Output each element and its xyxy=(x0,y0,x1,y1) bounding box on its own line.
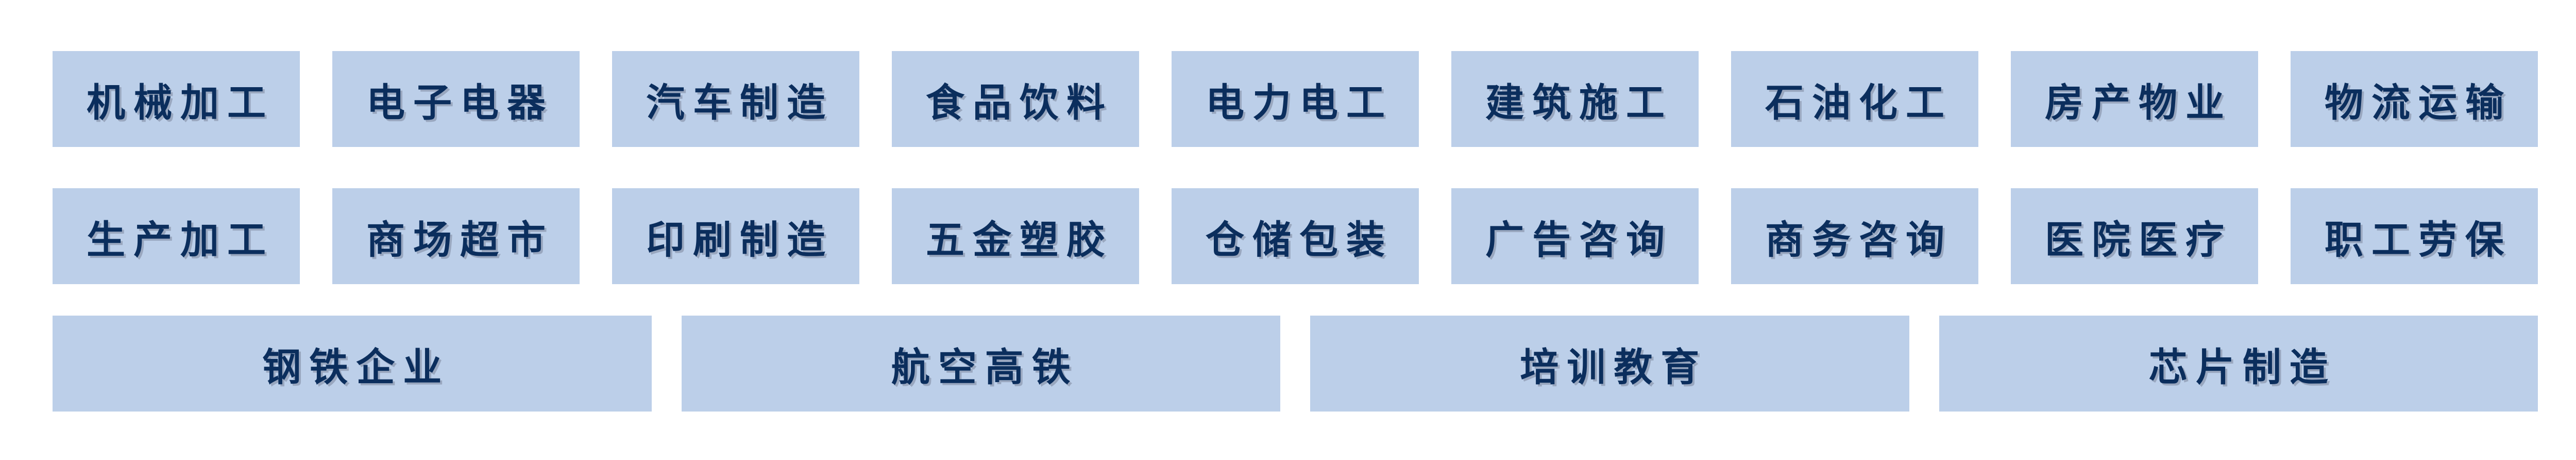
industry-tag-label: 汽车制造 xyxy=(646,79,834,125)
industry-tag-机械加工[interactable]: 机械加工 xyxy=(53,51,300,147)
industry-tag-label: 培训教育 xyxy=(1520,344,1708,390)
industry-tag-钢铁企业[interactable]: 钢铁企业 xyxy=(53,316,652,412)
industry-tag-label: 商务咨询 xyxy=(1765,217,1953,262)
industry-tag-电子电器[interactable]: 电子电器 xyxy=(332,51,580,147)
industry-tag-label: 物流运输 xyxy=(2324,79,2512,125)
industry-tag-label: 建筑施工 xyxy=(1485,79,1673,125)
industry-tag-label: 芯片制造 xyxy=(2148,344,2336,390)
industry-tag-label: 五金塑胶 xyxy=(925,217,1113,262)
industry-tag-培训教育[interactable]: 培训教育 xyxy=(1310,316,1909,412)
industry-tag-建筑施工[interactable]: 建筑施工 xyxy=(1451,51,1699,147)
industry-row-1: 机械加工 电子电器 汽车制造 食品饮料 电力电工 建筑施工 石油化工 房产物业 物流运输 xyxy=(53,51,2538,147)
industry-tag-label: 房产物业 xyxy=(2044,79,2232,125)
industry-tag-label: 电子电器 xyxy=(366,79,554,125)
industry-tag-房产物业[interactable]: 房产物业 xyxy=(2011,51,2258,147)
industry-tag-物流运输[interactable]: 物流运输 xyxy=(2291,51,2538,147)
industry-tag-商场超市[interactable]: 商场超市 xyxy=(332,188,580,284)
industry-tag-五金塑胶[interactable]: 五金塑胶 xyxy=(892,188,1139,284)
industry-tag-食品饮料[interactable]: 食品饮料 xyxy=(892,51,1139,147)
industry-tag-label: 钢铁企业 xyxy=(262,344,450,390)
industry-tag-汽车制造[interactable]: 汽车制造 xyxy=(612,51,859,147)
industry-tag-职工劳保[interactable]: 职工劳保 xyxy=(2291,188,2538,284)
industry-tag-label: 印刷制造 xyxy=(646,217,834,262)
industry-tag-label: 医院医疗 xyxy=(2044,217,2232,262)
industry-tag-label: 石油化工 xyxy=(1765,79,1953,125)
industry-tag-石油化工[interactable]: 石油化工 xyxy=(1731,51,1978,147)
industry-tag-电力电工[interactable]: 电力电工 xyxy=(1172,51,1419,147)
industry-row-3: 钢铁企业 航空高铁 培训教育 芯片制造 xyxy=(53,316,2538,412)
industry-tag-label: 电力电工 xyxy=(1205,79,1393,125)
industry-tag-label: 生产加工 xyxy=(86,217,274,262)
industry-tag-仓储包装[interactable]: 仓储包装 xyxy=(1172,188,1419,284)
industry-tag-label: 机械加工 xyxy=(86,79,274,125)
industry-tag-label: 职工劳保 xyxy=(2324,217,2512,262)
industry-tag-label: 食品饮料 xyxy=(925,79,1113,125)
industry-tag-航空高铁[interactable]: 航空高铁 xyxy=(681,316,1280,412)
industry-tag-label: 商场超市 xyxy=(366,217,554,262)
industry-tag-医院医疗[interactable]: 医院医疗 xyxy=(2011,188,2258,284)
industry-row-2: 生产加工 商场超市 印刷制造 五金塑胶 仓储包装 广告咨询 商务咨询 医院医疗 职工劳保 xyxy=(53,188,2538,284)
industry-tag-label: 仓储包装 xyxy=(1205,217,1393,262)
industry-tag-label: 广告咨询 xyxy=(1485,217,1673,262)
industry-tag-芯片制造[interactable]: 芯片制造 xyxy=(1939,316,2538,412)
industry-tag-印刷制造[interactable]: 印刷制造 xyxy=(612,188,859,284)
industry-tag-商务咨询[interactable]: 商务咨询 xyxy=(1731,188,1978,284)
industry-tag-生产加工[interactable]: 生产加工 xyxy=(53,188,300,284)
industry-tag-label: 航空高铁 xyxy=(891,344,1079,390)
industry-tag-广告咨询[interactable]: 广告咨询 xyxy=(1451,188,1699,284)
